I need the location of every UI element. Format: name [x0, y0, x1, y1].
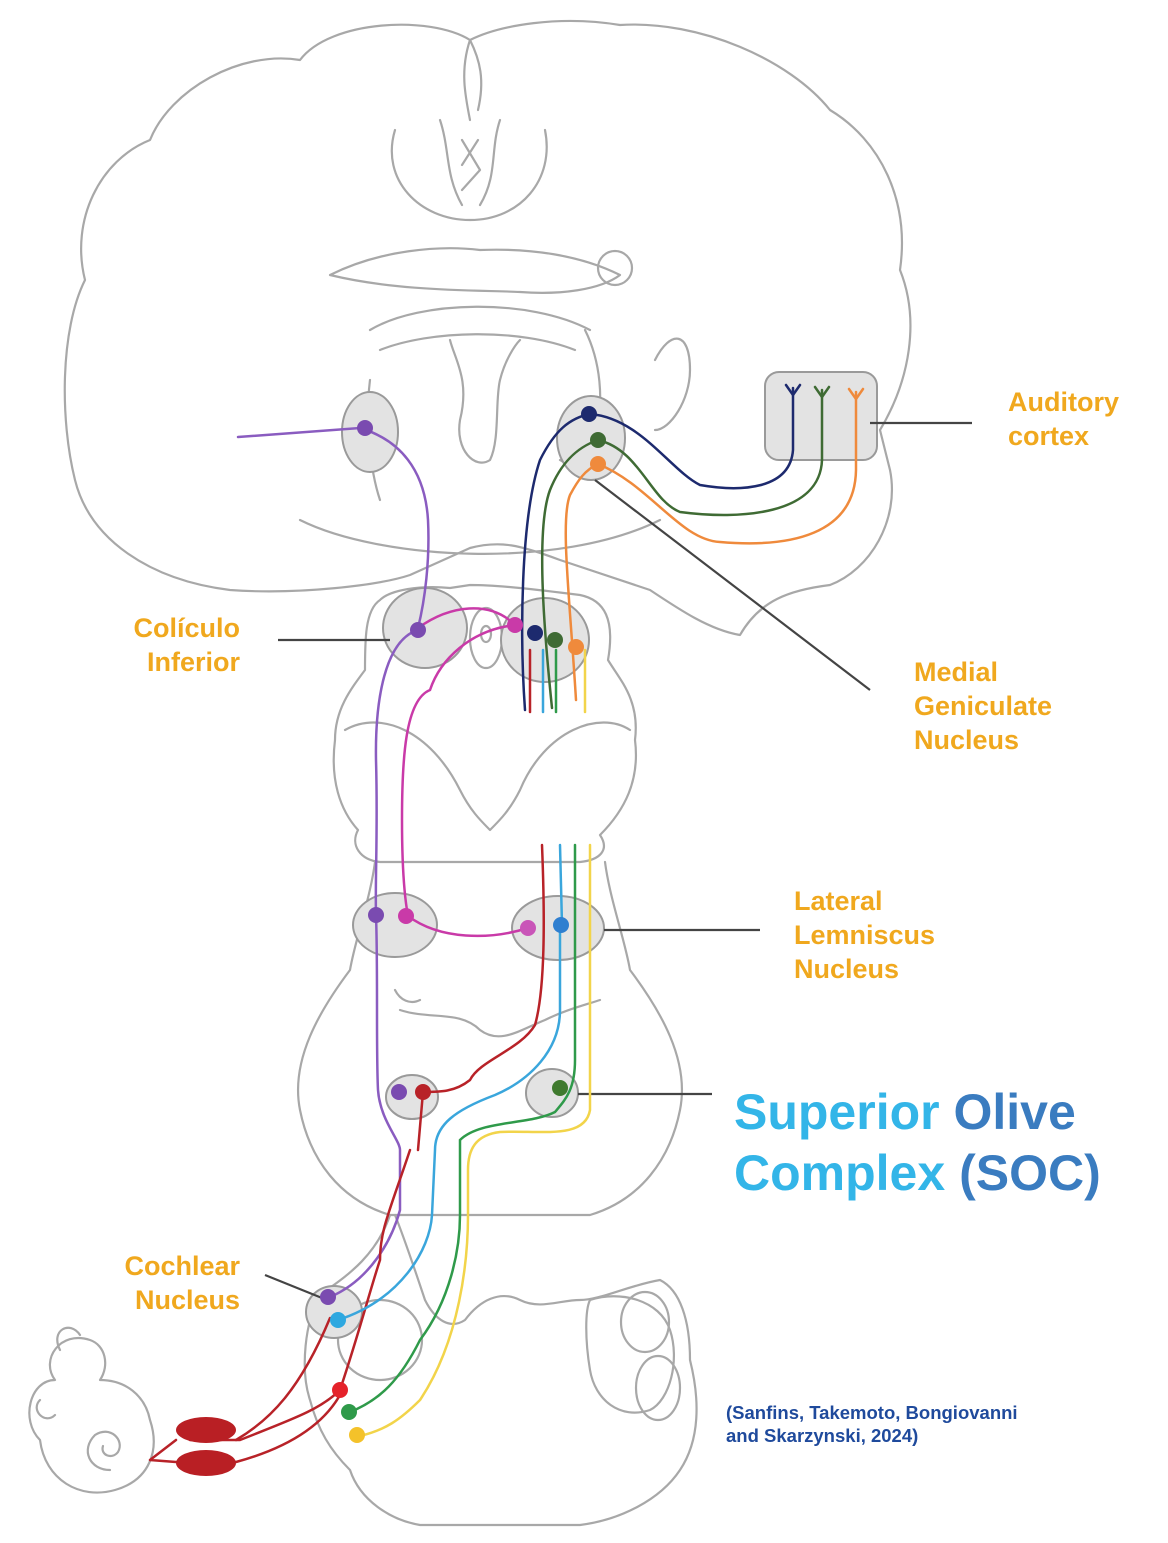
ventricle-arc — [370, 307, 590, 350]
neuron-cochlear-blue — [330, 1312, 346, 1328]
label-auditory-cortex-line2: cortex — [1008, 420, 1119, 454]
label-soc-line1: Superior Olive — [734, 1082, 1101, 1143]
neuron-cochlear-green — [341, 1404, 357, 1420]
cerebrum-outline — [65, 21, 911, 635]
label-soc-word-superior: Superior — [734, 1084, 940, 1140]
label-mgn-line1: Medial — [914, 656, 1052, 690]
spiral-ganglion-lower — [176, 1450, 236, 1476]
corpus-callosum-sulci — [392, 120, 547, 220]
pointer-cochlear — [265, 1275, 322, 1298]
neuron-mgn-orange — [590, 456, 606, 472]
label-cochlear-nucleus: Cochlear Nucleus — [40, 1250, 240, 1318]
neuron-mgn-green — [590, 432, 606, 448]
label-soc-word-complex: Complex — [734, 1145, 945, 1201]
semicircular-canals — [37, 1328, 80, 1419]
medulla-outline — [305, 1215, 697, 1525]
neuron-soc-red — [415, 1084, 431, 1100]
label-medial-geniculate-nucleus: Medial Geniculate Nucleus — [914, 656, 1052, 757]
neuron-ic-navy — [527, 625, 543, 641]
spiral-ganglion-upper — [176, 1417, 236, 1443]
longitudinal-fissure — [464, 40, 481, 120]
citation-line1: (Sanfins, Takemoto, Bongiovanni — [726, 1402, 1018, 1425]
label-coliculo-line2: Inferior — [60, 646, 240, 680]
neuron-lln-magenta — [398, 908, 414, 924]
label-mgn-line3: Nucleus — [914, 724, 1052, 758]
label-mgn-line2: Geniculate — [914, 690, 1052, 724]
label-lateral-lemniscus-nucleus: Lateral Lemniscus Nucleus — [794, 885, 935, 986]
medulla-inner-oval — [636, 1356, 680, 1420]
pons-fourth-ventricle — [395, 990, 600, 1036]
cochlea-outline — [29, 1338, 153, 1493]
label-coliculo-line1: Colículo — [60, 612, 240, 646]
auditory-nerve — [150, 1318, 340, 1462]
label-soc-line2: Complex (SOC) — [734, 1143, 1101, 1204]
neuron-ic-purple — [410, 622, 426, 638]
neuron-lln-purple — [368, 907, 384, 923]
citation: (Sanfins, Takemoto, Bongiovanni and Skar… — [726, 1402, 1018, 1447]
label-soc-word-olive: Olive — [954, 1084, 1076, 1140]
label-soc-word-abbrev: (SOC) — [959, 1145, 1101, 1201]
corpus-callosum — [330, 248, 620, 293]
medulla-pyramid — [621, 1292, 669, 1352]
label-auditory-cortex-line1: Auditory — [1008, 386, 1119, 420]
neuron-soc-green — [552, 1080, 568, 1096]
neuron-ic-magenta — [507, 617, 523, 633]
neuron-ic-orange — [568, 639, 584, 655]
label-lln-line1: Lateral — [794, 885, 935, 919]
neuron-ic-green — [547, 632, 563, 648]
label-lln-line3: Nucleus — [794, 953, 935, 987]
neuron-mgn-navy — [581, 406, 597, 422]
label-lln-line2: Lemniscus — [794, 919, 935, 953]
label-superior-olive-complex: Superior Olive Complex (SOC) — [734, 1082, 1101, 1204]
neuron-cochlear-purple — [320, 1289, 336, 1305]
neuron-cochlear-red — [332, 1382, 348, 1398]
internal-capsule — [655, 339, 690, 430]
nucleus-soc-right — [526, 1069, 578, 1117]
label-cochlear-line2: Nucleus — [40, 1284, 240, 1318]
cerebral-peduncles — [345, 723, 630, 831]
neuron-thalamus-purple — [357, 420, 373, 436]
neuron-soc-purple — [391, 1084, 407, 1100]
cochlea-spiral — [88, 1432, 120, 1470]
neuron-lln-blue — [553, 917, 569, 933]
neuron-cochlear-yellow — [349, 1427, 365, 1443]
label-coliculo-inferior: Colículo Inferior — [60, 612, 240, 680]
medulla-right-olive — [586, 1296, 674, 1412]
citation-line2: and Skarzynski, 2024) — [726, 1425, 1018, 1448]
label-cochlear-line1: Cochlear — [40, 1250, 240, 1284]
neuron-lln-pink — [520, 920, 536, 936]
label-auditory-cortex: Auditory cortex — [1008, 386, 1119, 454]
basal-nuclei-lower — [300, 520, 660, 554]
